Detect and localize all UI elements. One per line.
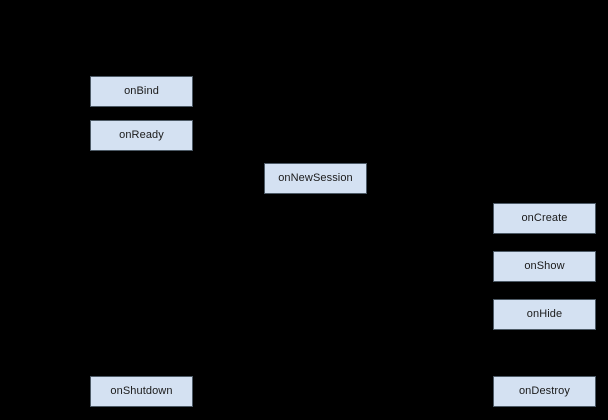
node-label: onShutdown [110, 385, 173, 397]
node-onshutdown[interactable]: onShutdown [90, 376, 193, 407]
node-label: onReady [119, 129, 164, 141]
node-label: onCreate [521, 212, 568, 224]
edge-ondestroy-to-onshutdown [141, 369, 142, 376]
edge-onbind-to-onready [141, 107, 142, 120]
node-onhide[interactable]: onHide [493, 299, 596, 330]
node-oncreate[interactable]: onCreate [493, 203, 596, 234]
node-onshow[interactable]: onShow [493, 251, 596, 282]
node-onnewsession[interactable]: onNewSession [264, 163, 367, 194]
node-label: onShow [524, 260, 565, 272]
edge-onready-to-onnewsession [141, 151, 142, 179]
node-label: onDestroy [518, 385, 571, 397]
node-label: onHide [526, 308, 563, 320]
edge-onhide-to-ondestroy [544, 330, 545, 376]
node-ondestroy[interactable]: onDestroy [493, 376, 596, 407]
node-label: onNewSession [278, 172, 353, 184]
edge-oncreate-to-onshow [544, 234, 545, 251]
edge-onshow-to-onhide [544, 282, 545, 299]
node-label: onBind [124, 85, 159, 97]
edge-onnewsession-to-oncreate [367, 178, 493, 179]
node-onready[interactable]: onReady [90, 120, 193, 151]
node-onbind[interactable]: onBind [90, 76, 193, 107]
